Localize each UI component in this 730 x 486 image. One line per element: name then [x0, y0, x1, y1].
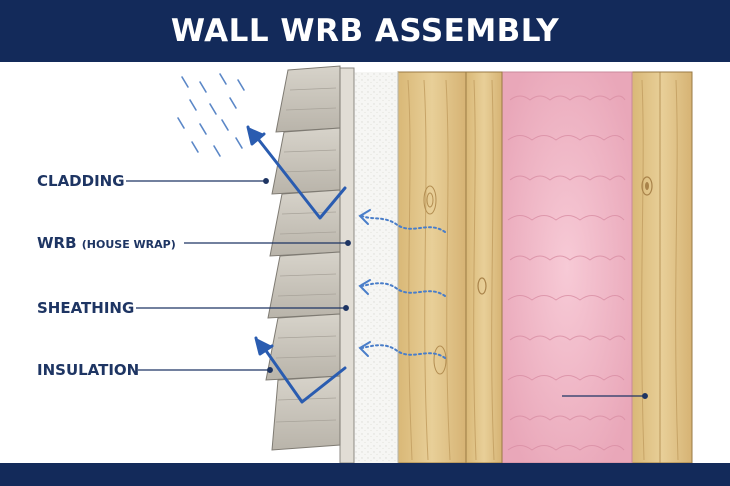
sheathing-board [339, 67, 355, 464]
vapor-arrow-head [358, 279, 371, 295]
insulation-leader-dot [267, 367, 273, 373]
sheathing-panel [397, 71, 467, 464]
title-banner: WALL WRB ASSEMBLY [0, 0, 730, 62]
label-sheathing-text: SHEATHING [37, 299, 135, 317]
label-wrb-subtext: (HOUSE WRAP) [81, 238, 176, 251]
house-wrap-layer [353, 72, 399, 463]
sheathing-leader-dot [343, 305, 349, 311]
label-sheathing: SHEATHING [37, 299, 134, 317]
water-deflection-arrow-icon [254, 336, 347, 404]
stud-inner [465, 71, 503, 464]
label-wrb: WRB (HOUSE WRAP) [37, 234, 176, 252]
label-insulation: INSULATION [37, 361, 139, 379]
insulation-batt [501, 71, 633, 464]
vapor-flow-arrow-icon [361, 215, 446, 359]
cladding-leader-dot [263, 178, 269, 184]
wrb-leader-dot [345, 240, 351, 246]
label-cladding-text: CLADDING [37, 172, 125, 190]
stud-leader-dot [642, 393, 648, 399]
footer-banner [0, 463, 730, 486]
label-cladding: CLADDING [37, 172, 125, 190]
label-insulation-text: INSULATION [37, 361, 140, 379]
water-deflection-arrow-icon [246, 125, 347, 220]
lap-siding-cladding [265, 65, 341, 451]
label-wrb-text: WRB [37, 234, 77, 252]
stud-outer [631, 71, 693, 464]
rain-drops-icon [177, 73, 245, 157]
vapor-arrow-head [358, 209, 371, 225]
vapor-arrow-head [358, 341, 371, 357]
page-title: WALL WRB ASSEMBLY [170, 13, 560, 49]
